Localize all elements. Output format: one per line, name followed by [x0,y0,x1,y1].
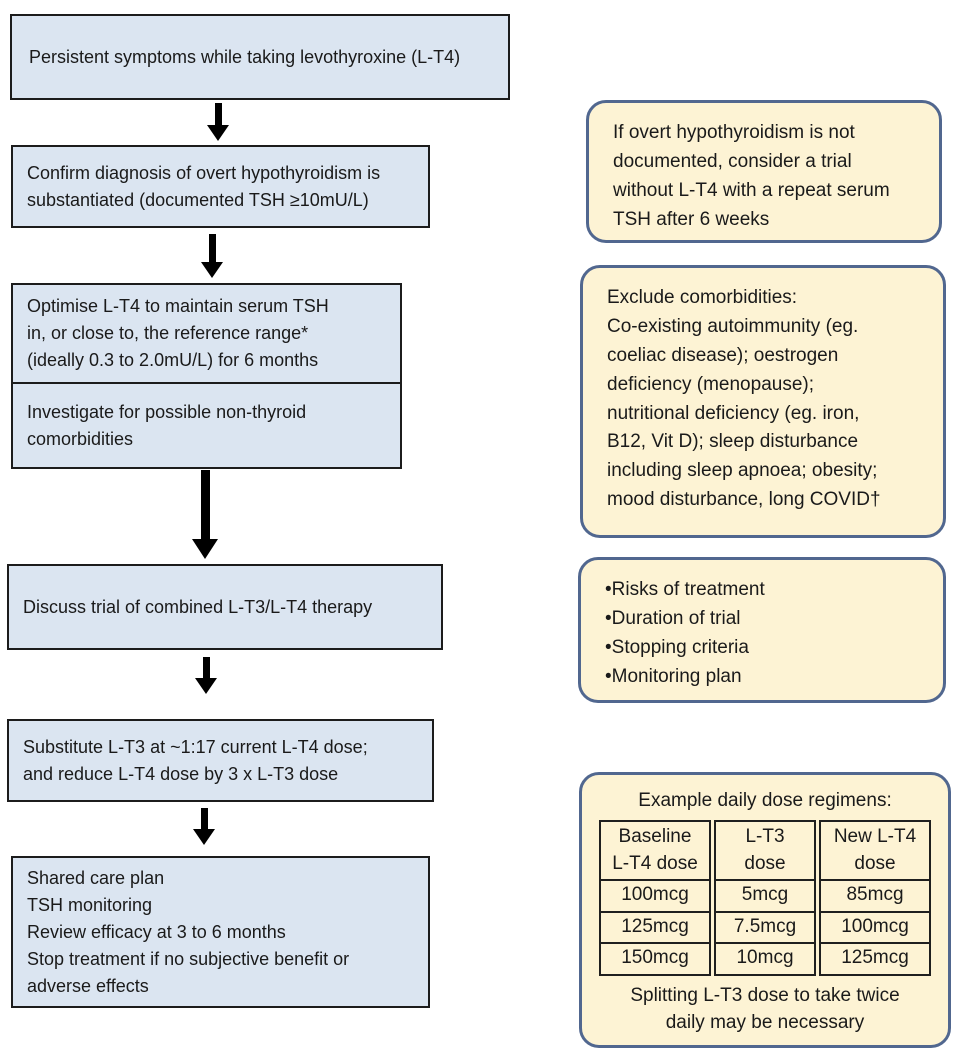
dose-table-header: L-T3 dose [744,825,786,875]
note-overt-not-documented: If overt hypothyroidism is not documente… [586,100,942,243]
note-exclude-comorbidities: Exclude comorbidities: Co-existing autoi… [580,265,946,538]
dose-regimens-footer: Splitting L-T3 dose to take twice daily … [630,984,900,1034]
dose-table-header: Baseline L-T4 dose [612,825,698,875]
dose-table-column-lt3: L-T3 dose 5mcg 7.5mcg 10mcg [714,819,816,976]
arrow-down-icon [195,657,217,694]
flow-step-confirm-diagnosis: Confirm diagnosis of overt hypothyroidis… [11,145,430,228]
dose-table-cell: 7.5mcg [716,910,814,943]
dose-table-cell: 10mcg [716,942,814,974]
dose-table-cell: 125mcg [821,942,929,974]
dose-table-cell: 150mcg [601,942,709,974]
dose-table-column-new-lt4: New L-T4 dose 85mcg 100mcg 125mcg [819,819,931,976]
dose-table-header: New L-T4 dose [833,825,917,875]
note-trial-discussion-points: •Risks of treatment •Duration of trial •… [578,557,946,703]
dose-table-cell: 5mcg [716,878,814,911]
dose-table: Baseline L-T4 dose 100mcg 125mcg 150mcg … [596,819,934,976]
dose-table-cell: 85mcg [821,878,929,911]
dose-table-column-baseline: Baseline L-T4 dose 100mcg 125mcg 150mcg [599,819,711,976]
flow-step-discuss-trial: Discuss trial of combined L-T3/L-T4 ther… [7,564,443,650]
flow-step-persistent-symptoms: Persistent symptoms while taking levothy… [10,14,510,100]
flow-step-optimise-lt4: Optimise L-T4 to maintain serum TSH in, … [11,283,402,384]
flow-step-shared-care-plan: Shared care plan TSH monitoring Review e… [11,856,430,1008]
dose-table-cell: 125mcg [601,910,709,943]
dose-table-cell: 100mcg [821,910,929,943]
dose-regimens-title: Example daily dose regimens: [638,790,892,811]
arrow-down-icon [207,103,229,141]
arrow-down-icon [192,470,218,559]
flow-step-substitute-lt3: Substitute L-T3 at ~1:17 current L-T4 do… [7,719,434,802]
dose-table-cell: 100mcg [601,878,709,911]
arrow-down-icon [193,808,215,845]
note-dose-regimens: Example daily dose regimens: Baseline L-… [579,772,951,1048]
arrow-down-icon [201,234,223,278]
flow-step-investigate-comorbidities: Investigate for possible non-thyroid com… [11,382,402,469]
